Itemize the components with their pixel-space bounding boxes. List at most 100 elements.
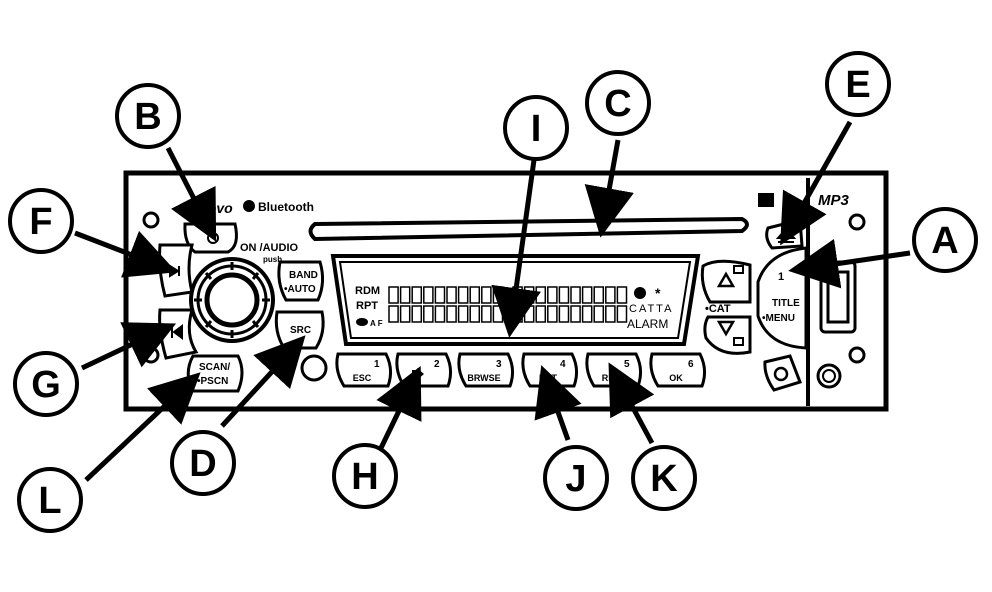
cat-label: •CAT [705, 303, 731, 315]
callout-f: F [8, 188, 74, 254]
callout-label: A [931, 220, 958, 262]
volume-audio-knob[interactable] [189, 257, 275, 343]
lcd-cell [547, 305, 558, 323]
callout-c: C [585, 70, 651, 136]
aux-jack[interactable] [816, 363, 842, 389]
lcd-catta: CATTA [629, 303, 673, 315]
bluetooth-label: Bluetooth [258, 200, 314, 214]
callout-k: K [631, 445, 697, 511]
lcd-cell [411, 286, 423, 304]
preset-button-2[interactable]: 2 [395, 352, 453, 388]
folder-icon [733, 265, 744, 274]
svg-text:SCAN/: SCAN/ [199, 362, 230, 373]
callout-b: B [115, 83, 181, 149]
lcd-cell [523, 286, 535, 304]
src-button[interactable]: SRC [274, 310, 325, 350]
svg-text:bevo: bevo [200, 200, 233, 216]
lcd-cell [388, 286, 399, 304]
lcd-disc-icon [634, 287, 646, 299]
callout-label: K [650, 458, 678, 500]
preset-label: ESC [353, 373, 372, 383]
card-slot [819, 260, 857, 334]
lcd-cell [616, 305, 628, 323]
callout-j: J [543, 445, 609, 511]
lcd-cell [399, 286, 411, 304]
lcd-cell [581, 305, 593, 323]
svg-text:BAND: BAND [289, 270, 318, 281]
svg-text:1: 1 [778, 271, 784, 283]
on-audio-push-label: push [263, 255, 282, 264]
callout-label: C [604, 83, 631, 125]
lcd-cell [481, 286, 492, 304]
arrow-c [584, 139, 634, 238]
lcd-cell [388, 305, 399, 323]
callout-e: E [825, 51, 891, 117]
lcd-cell [457, 286, 469, 304]
svg-text:•AUTO: •AUTO [284, 284, 316, 295]
screw-hole-top-right [848, 213, 866, 231]
lcd-rdm: RDM [355, 285, 380, 297]
lcd-cell [593, 286, 605, 304]
preset-number: 4 [560, 359, 566, 370]
lcd-cell [593, 305, 605, 323]
lcd-rpt: RPT [356, 300, 378, 312]
lcd-cell [523, 305, 535, 323]
phone-button[interactable] [763, 354, 802, 392]
lcd-cell [469, 286, 481, 304]
lcd-cell [535, 286, 547, 304]
lcd-cell [616, 286, 628, 304]
callout-g: G [13, 351, 79, 417]
callout-label: D [189, 443, 216, 485]
lcd-cell [446, 286, 457, 304]
preset-number: 3 [496, 359, 502, 370]
folder-up-button[interactable] [700, 259, 752, 304]
arrow-k [608, 362, 655, 445]
folder-icon [733, 337, 744, 346]
lcd-cell [547, 286, 558, 304]
callout-label: G [31, 364, 61, 406]
arrow-f [74, 230, 177, 278]
lcd-bluetooth-icon: * [655, 285, 661, 301]
arrow-h [376, 366, 422, 450]
band-auto-button[interactable]: BAND •AUTO [277, 260, 325, 302]
lcd-cell [492, 305, 504, 323]
preset-button-6[interactable]: 6OK [649, 352, 707, 388]
screw-hole-top-left [142, 211, 160, 229]
scan-pscn-button[interactable]: SCAN/ •PSCN [186, 354, 244, 393]
preset-label: RPT [539, 373, 558, 383]
mp3-logo: MP3 [818, 192, 850, 209]
lcd-cell [423, 286, 434, 304]
svg-text:TITLE: TITLE [772, 298, 800, 309]
svg-text:•MENU: •MENU [762, 313, 795, 324]
lcd-cell [446, 305, 457, 323]
arrow-e [780, 120, 853, 246]
callout-l: L [17, 467, 83, 533]
preset-label: OK [669, 373, 683, 383]
svg-text:•PSCN: •PSCN [197, 376, 228, 387]
svg-text:SRC: SRC [290, 325, 311, 336]
lcd-cell [581, 286, 593, 304]
lcd-alarm: ALARM [627, 317, 668, 331]
seek-forward-button[interactable] [158, 243, 194, 298]
screw-hole-bottom-left [142, 346, 160, 364]
callout-label: H [351, 456, 378, 498]
triangle-up-icon [716, 271, 736, 288]
lcd-cell [605, 305, 616, 323]
arrow-j [534, 365, 582, 441]
seek-back-button[interactable] [158, 308, 199, 360]
brand-logo: bevo [200, 200, 233, 216]
lcd-cell [492, 286, 504, 304]
lcd-cell [399, 305, 411, 323]
lcd-cell [434, 305, 446, 323]
lcd-cell [481, 305, 492, 323]
cd-logo [758, 193, 774, 207]
callout-i: I [503, 95, 569, 161]
lcd-cell [558, 305, 570, 323]
lcd-cell [535, 305, 547, 323]
arrow-l [84, 372, 201, 482]
folder-down-button[interactable] [703, 315, 752, 355]
